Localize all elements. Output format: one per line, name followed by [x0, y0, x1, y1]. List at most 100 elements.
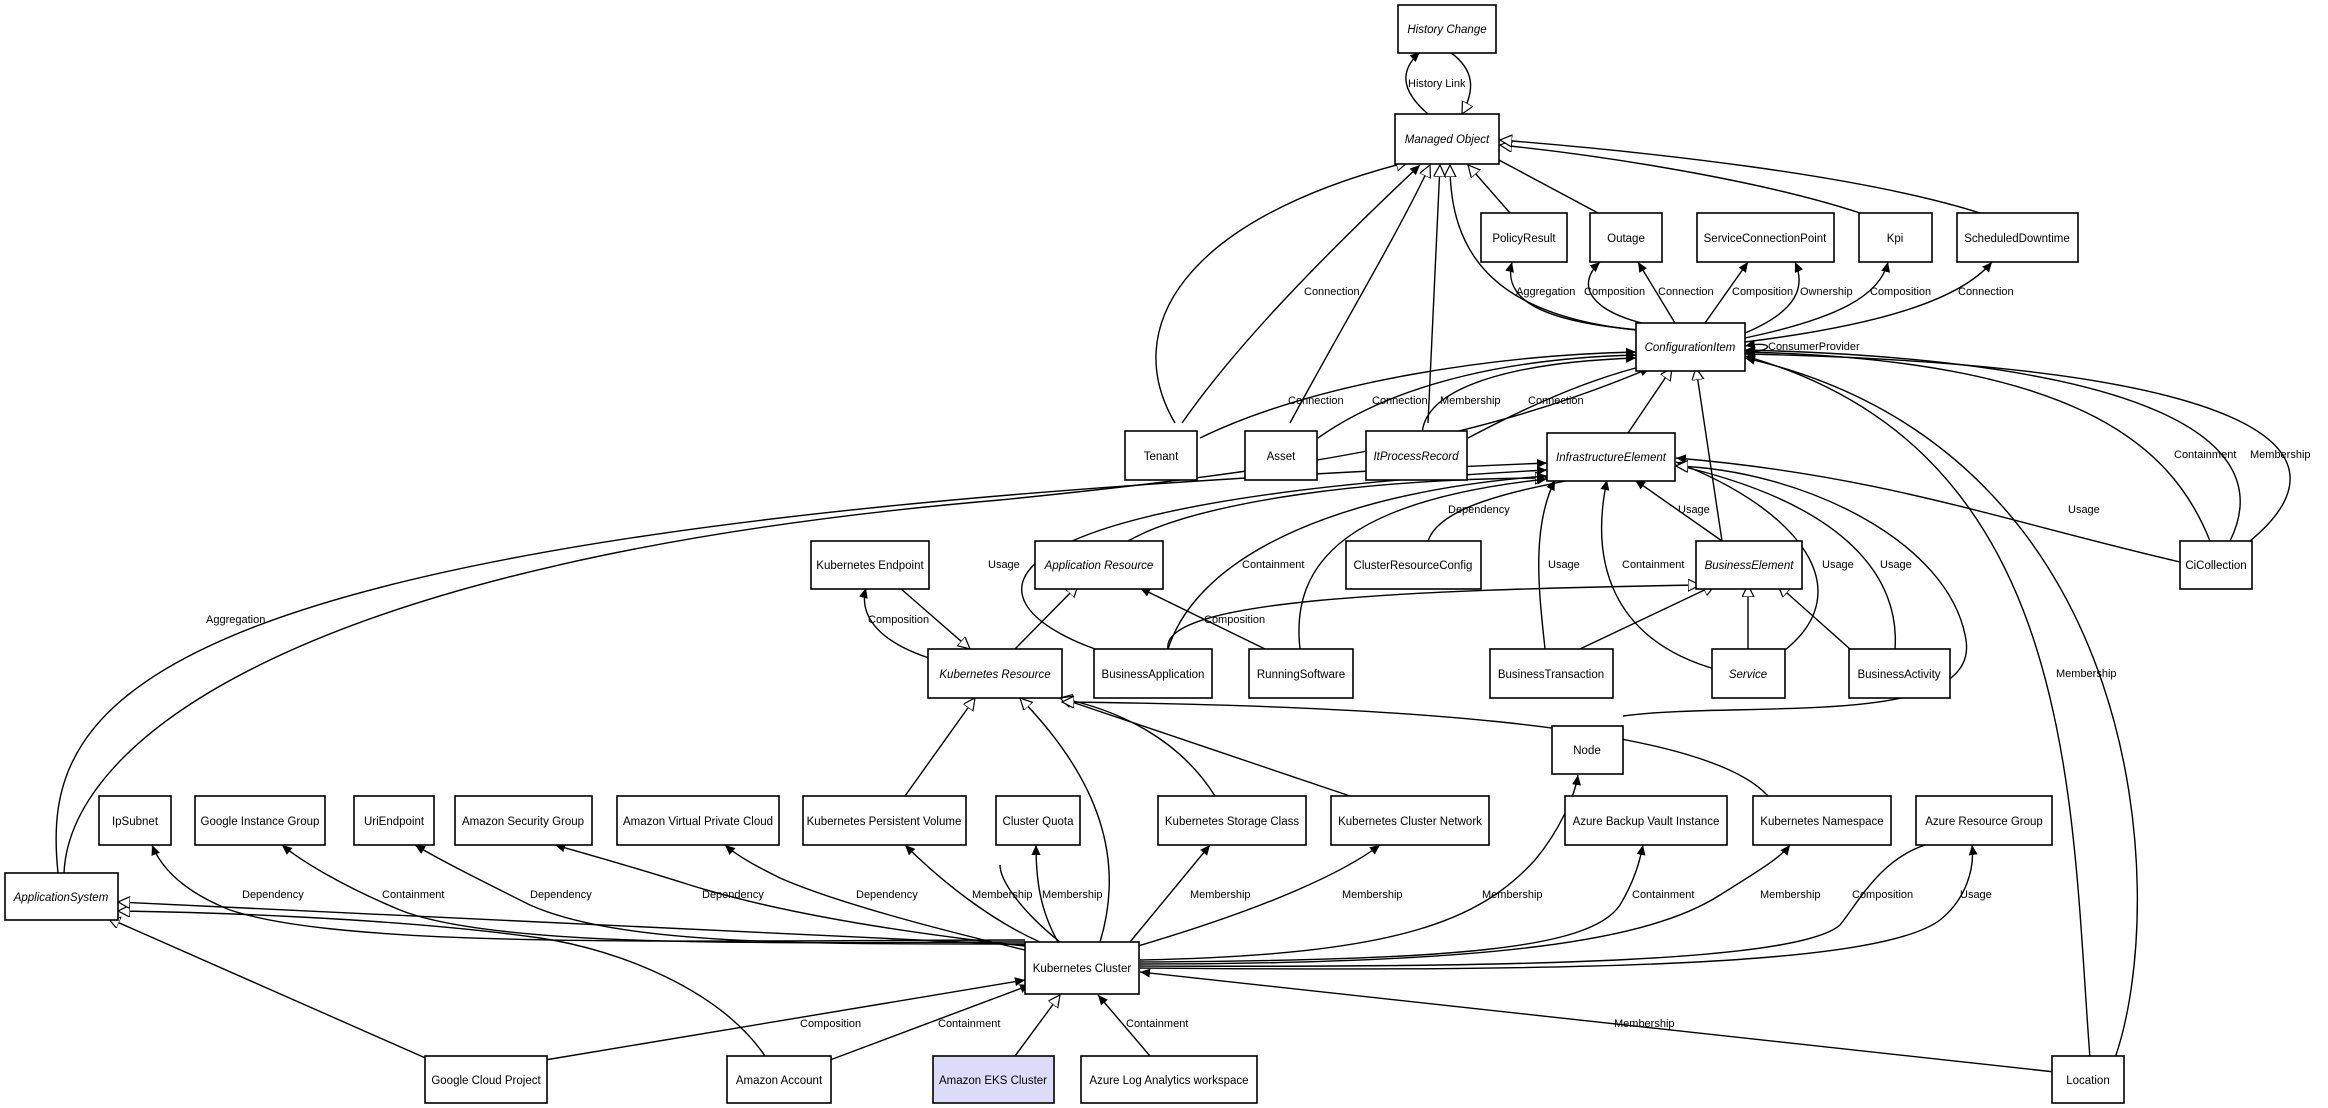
node-azure-log-analytics-workspace[interactable]: Azure Log Analytics workspace: [1080, 1055, 1258, 1104]
node-service-connection-point[interactable]: ServiceConnectionPoint: [1696, 212, 1835, 263]
edge-kc-asg: [554, 843, 1026, 947]
label-connection-tenant-mo: Connection: [1304, 286, 1360, 298]
node-node[interactable]: Node: [1551, 725, 1624, 775]
node-azure-backup-vault-instance[interactable]: Azure Backup Vault Instance: [1564, 795, 1728, 846]
node-application-resource[interactable]: Application Resource: [1034, 540, 1164, 590]
node-cluster-resource-config[interactable]: ClusterResourceConfig: [1345, 540, 1482, 590]
edge-tenant-ci: [1199, 347, 1637, 439]
label-dependency-ipsubnet: Dependency: [242, 889, 304, 901]
node-label: Amazon EKS Cluster: [939, 1075, 1047, 1087]
label-connection-sched: Connection: [1958, 286, 2014, 298]
node-business-element[interactable]: BusinessElement: [1695, 540, 1803, 590]
label-usage-service: Usage: [1822, 559, 1854, 571]
node-label: Tenant: [1144, 451, 1179, 463]
node-label: BusinessElement: [1705, 560, 1795, 572]
edge-sched-mo: [1500, 140, 1981, 214]
edge-kc-ipsubnet: [151, 844, 1026, 942]
node-service[interactable]: Service: [1711, 648, 1786, 699]
label-membership-quota: Membership: [1042, 889, 1103, 901]
edge-bt-ie: [1538, 479, 1556, 650]
node-asset[interactable]: Asset: [1244, 430, 1318, 481]
label-composition-kep: Composition: [868, 614, 929, 626]
node-business-transaction[interactable]: BusinessTransaction: [1489, 648, 1614, 699]
edge-labels: History Link Aggregation Composition Con…: [206, 78, 2311, 1030]
node-application-system[interactable]: ApplicationSystem: [4, 872, 119, 921]
node-label: Amazon Security Group: [462, 816, 584, 828]
node-it-process-record[interactable]: ItProcessRecord: [1365, 430, 1468, 481]
node-label: ScheduledDowntime: [1964, 233, 2069, 245]
node-label: PolicyResult: [1492, 233, 1556, 245]
node-amazon-account[interactable]: Amazon Account: [726, 1055, 832, 1104]
node-kpi[interactable]: Kpi: [1858, 212, 1933, 263]
node-kubernetes-resource[interactable]: Kubernetes Resource: [927, 648, 1063, 699]
node-cluster-quota[interactable]: Cluster Quota: [995, 795, 1081, 846]
edge-history-link: [1405, 51, 1429, 115]
edge-node-ie: [1622, 466, 1968, 717]
node-kubernetes-cluster-network[interactable]: Kubernetes Cluster Network: [1330, 795, 1490, 846]
edge-gcp-appsys: [108, 918, 431, 1061]
label-ownership-scp: Ownership: [1800, 286, 1853, 298]
edge-ci-kpi: [1744, 261, 1891, 339]
node-scheduled-downtime[interactable]: ScheduledDowntime: [1956, 212, 2079, 263]
label-membership-kcn: Membership: [1342, 889, 1403, 901]
label-membership-itpr: Membership: [1440, 395, 1501, 407]
node-label: Location: [2066, 1075, 2109, 1087]
label-composition-gcp: Composition: [800, 1018, 861, 1030]
label-containment-abvi: Containment: [1632, 889, 1694, 901]
node-business-application[interactable]: BusinessApplication: [1093, 648, 1213, 699]
node-tenant[interactable]: Tenant: [1124, 430, 1198, 481]
label-composition-arg: Composition: [1852, 889, 1913, 901]
node-label: UriEndpoint: [364, 816, 425, 828]
node-amazon-eks-cluster[interactable]: Amazon EKS Cluster: [932, 1055, 1055, 1104]
node-label: Cluster Quota: [1003, 816, 1075, 828]
node-business-activity[interactable]: BusinessActivity: [1848, 648, 1951, 699]
label-dependency-crc: Dependency: [1448, 504, 1510, 516]
node-uri-endpoint[interactable]: UriEndpoint: [353, 795, 435, 846]
node-running-software[interactable]: RunningSoftware: [1248, 648, 1354, 699]
node-outage[interactable]: Outage: [1589, 212, 1663, 263]
node-infrastructure-element[interactable]: InfrastructureElement: [1546, 432, 1676, 482]
label-history-link: History Link: [1408, 78, 1466, 90]
edge-history-inherit: [1449, 51, 1471, 114]
label-aggregation-policy: Aggregation: [1516, 286, 1575, 298]
node-kubernetes-persistent-volume[interactable]: Kubernetes Persistent Volume: [802, 795, 967, 846]
node-location[interactable]: Location: [2051, 1055, 2125, 1104]
node-managed-object[interactable]: Managed Object: [1394, 113, 1500, 165]
edge-kc-abvi: [1139, 844, 1646, 963]
label-composition-outage: Composition: [1584, 286, 1645, 298]
label-connection-asset: Connection: [1372, 395, 1428, 407]
edge-ci-sched: [1744, 261, 1993, 343]
edge-kep-kr: [899, 587, 970, 649]
label-membership-location: Membership: [2056, 668, 2117, 680]
node-amazon-security-group[interactable]: Amazon Security Group: [454, 795, 593, 846]
node-amazon-vpc[interactable]: Amazon Virtual Private Cloud: [616, 795, 780, 846]
edge-itpr-mo: [1427, 165, 1440, 424]
edge-kc-quota: [1031, 844, 1059, 943]
edge-kc-ksc: [1129, 844, 1211, 943]
node-azure-resource-group[interactable]: Azure Resource Group: [1915, 795, 2053, 846]
node-kubernetes-cluster[interactable]: Kubernetes Cluster: [1024, 941, 1140, 995]
node-history-change[interactable]: History Change: [1397, 4, 1497, 54]
label-containment-gig: Containment: [382, 889, 444, 901]
node-google-instance-group[interactable]: Google Instance Group: [194, 795, 326, 846]
edge-service-ie-usage: [1675, 461, 1819, 651]
edge-bt-be: [1579, 585, 1715, 650]
node-kubernetes-storage-class[interactable]: Kubernetes Storage Class: [1157, 795, 1307, 846]
node-policy-result[interactable]: PolicyResult: [1480, 212, 1568, 263]
node-google-cloud-project[interactable]: Google Cloud Project: [424, 1055, 548, 1104]
edge-kc-kr: [1020, 698, 1110, 943]
edge-ci-scp-comp: [1704, 261, 1749, 324]
node-kubernetes-namespace[interactable]: Kubernetes Namespace: [1752, 795, 1892, 846]
edge-location-ci-2: [1744, 355, 2139, 1059]
label-usage-arg: Usage: [1960, 889, 1992, 901]
label-membership-kns: Membership: [1760, 889, 1821, 901]
node-configuration-item[interactable]: ConfigurationItem: [1635, 322, 1746, 372]
node-kubernetes-endpoint[interactable]: Kubernetes Endpoint: [810, 540, 930, 590]
label-consumer-provider: ConsumerProvider: [1768, 341, 1860, 353]
node-ci-collection[interactable]: CiCollection: [2179, 540, 2253, 590]
label-containment-aa: Containment: [938, 1018, 1000, 1030]
node-ip-subnet[interactable]: IpSubnet: [98, 795, 172, 846]
edge-rs-appres: [1139, 587, 1266, 650]
edge-itpr-ci-memb: [1421, 353, 1637, 439]
edge-kc-kns: [1139, 844, 1791, 965]
